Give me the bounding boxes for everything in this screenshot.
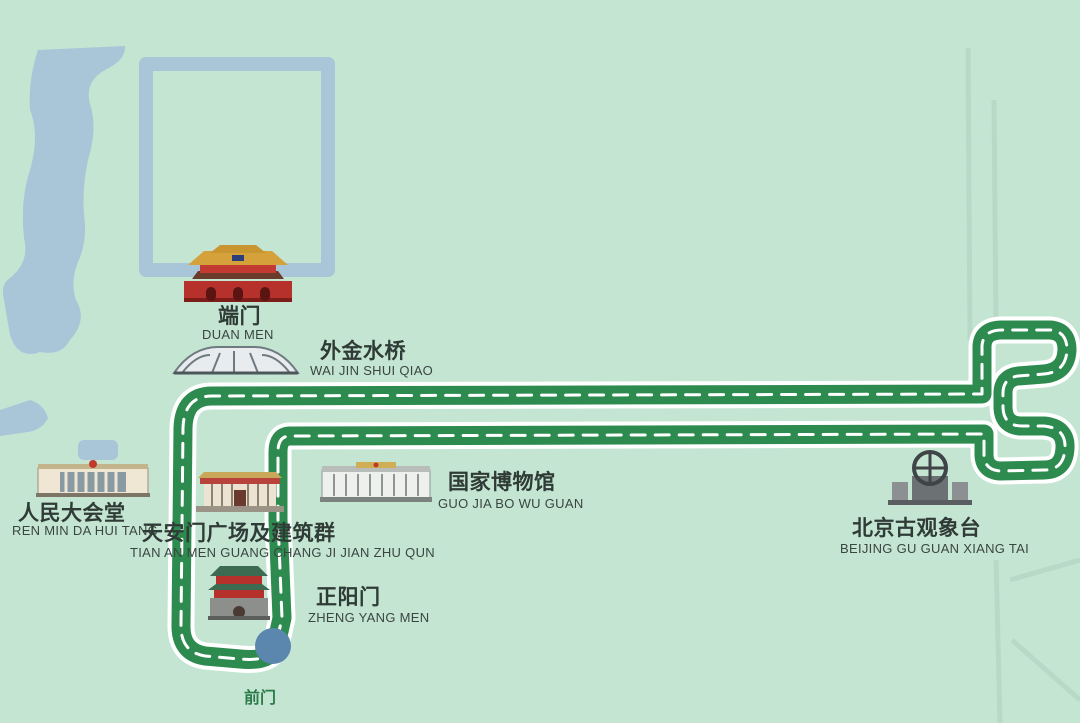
waijinshuiqiao-label-cn: 外金水桥 bbox=[320, 339, 406, 363]
route-end-label: 前门 bbox=[244, 688, 277, 707]
tiananmen-square-label-en: TIAN AN MEN GUANG CHANG JI JIAN ZHU QUN bbox=[130, 545, 435, 560]
duanmen-label-en: DUAN MEN bbox=[202, 327, 274, 342]
arch-bridge-icon bbox=[172, 346, 300, 375]
faint-roads bbox=[965, 47, 1080, 723]
guanxiangtai-label-cn: 北京古观象台 bbox=[852, 516, 981, 540]
memorial-hall-icon bbox=[196, 472, 284, 512]
zhengyang-gate-icon bbox=[208, 566, 270, 620]
duanmen-label-cn: 端门 bbox=[218, 304, 261, 328]
guojiabowuguan-label-en: GUO JIA BO WU GUAN bbox=[438, 496, 584, 511]
lake-water bbox=[2, 46, 126, 354]
waijinshuiqiao-label-en: WAI JIN SHUI QIAO bbox=[310, 363, 434, 378]
zhengyangmen-label-en: ZHENG YANG MEN bbox=[308, 610, 430, 625]
zhengyangmen-label-cn: 正阳门 bbox=[316, 585, 381, 609]
guanxiangtai-label-en: BEIJING GU GUAN XIANG TAI bbox=[840, 541, 1030, 556]
observatory-icon bbox=[888, 450, 972, 505]
renmindahuitang-label-cn: 人民大会堂 bbox=[18, 501, 126, 525]
small-pond bbox=[78, 440, 118, 460]
renmindahuitang-label-en: REN MIN DA HUI TANG bbox=[12, 523, 159, 538]
museum-icon bbox=[320, 462, 432, 502]
gate-tower-icon bbox=[184, 245, 292, 302]
tiananmen-square-label-cn: 天安门广场及建筑群 bbox=[142, 521, 336, 545]
palace-moat bbox=[139, 57, 335, 277]
route-line bbox=[167, 316, 1080, 673]
great-hall-icon bbox=[36, 460, 150, 497]
route-end-marker bbox=[255, 628, 291, 664]
guojiabowuguan-label-cn: 国家博物馆 bbox=[448, 470, 556, 494]
lake-island bbox=[0, 400, 48, 436]
